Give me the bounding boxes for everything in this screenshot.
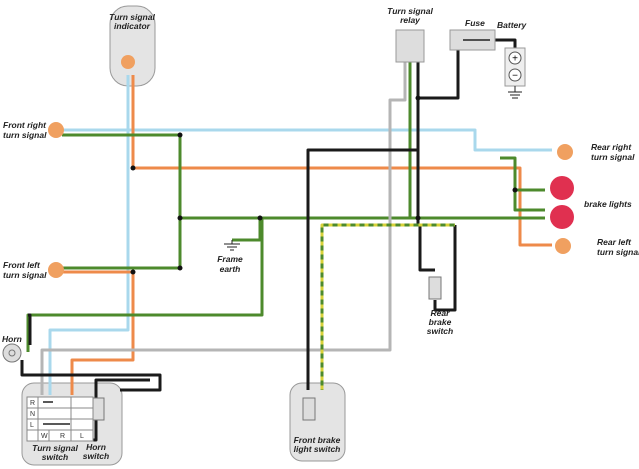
- wire-orange-front-left: [62, 270, 135, 395]
- relay-icon: [395, 29, 425, 63]
- rear-right-bulb-icon: [557, 144, 573, 160]
- wire-black-horn: [20, 360, 162, 392]
- svg-text:N: N: [30, 411, 35, 418]
- battery-plus: +: [512, 54, 518, 65]
- wire-black-battery: [490, 38, 517, 48]
- wire-black-horn-a: [28, 313, 32, 345]
- junctions: [130, 95, 518, 275]
- brake-lights-label: brake lights: [584, 199, 632, 209]
- svg-text:R: R: [30, 400, 35, 407]
- front-right-bulb-icon: [48, 122, 64, 138]
- svg-text:W: W: [41, 433, 48, 440]
- wire-black-rear-brake: [433, 225, 457, 312]
- horn-switch-icon: [91, 397, 105, 421]
- rear-left-bulb-icon: [555, 238, 571, 254]
- svg-text:L: L: [30, 422, 34, 429]
- wire-green-frame-earth: [232, 218, 262, 242]
- rear-brake-switch-icon: [428, 276, 442, 300]
- horn-icon: [2, 343, 22, 363]
- brake-light-bulb-icon: [550, 205, 574, 229]
- wire-green-yellow: [320, 223, 455, 390]
- battery-ground-icon: [508, 86, 522, 99]
- frame-earth-icon: [224, 240, 240, 251]
- wire-green-rear: [500, 156, 545, 192]
- svg-text:L: L: [80, 433, 84, 440]
- indicator-bulb-icon: [121, 55, 135, 69]
- fuse-label: Fuse: [465, 18, 485, 28]
- battery-label: Battery: [497, 20, 528, 30]
- wire-black-front-brake: [306, 148, 418, 390]
- wire-green-front: [62, 133, 182, 270]
- wire-green-brake: [513, 165, 545, 212]
- battery-minus: −: [512, 71, 518, 82]
- brake-light-bulb-icon: [550, 176, 574, 200]
- svg-text:R: R: [60, 433, 65, 440]
- wire-black-relay: [416, 60, 435, 272]
- wire-blue-right: [62, 128, 552, 152]
- turn-signal-switch-grid[interactable]: R N L W R L: [26, 396, 94, 442]
- front-left-bulb-icon: [48, 262, 64, 278]
- front-brake-switch-icon: [302, 397, 316, 421]
- wire-grey-relay: [40, 60, 407, 395]
- horn-label: Horn: [2, 334, 22, 344]
- wire-blue-indicator: [48, 75, 130, 395]
- wire-green-horn: [26, 218, 264, 352]
- wire-orange-left: [131, 75, 552, 247]
